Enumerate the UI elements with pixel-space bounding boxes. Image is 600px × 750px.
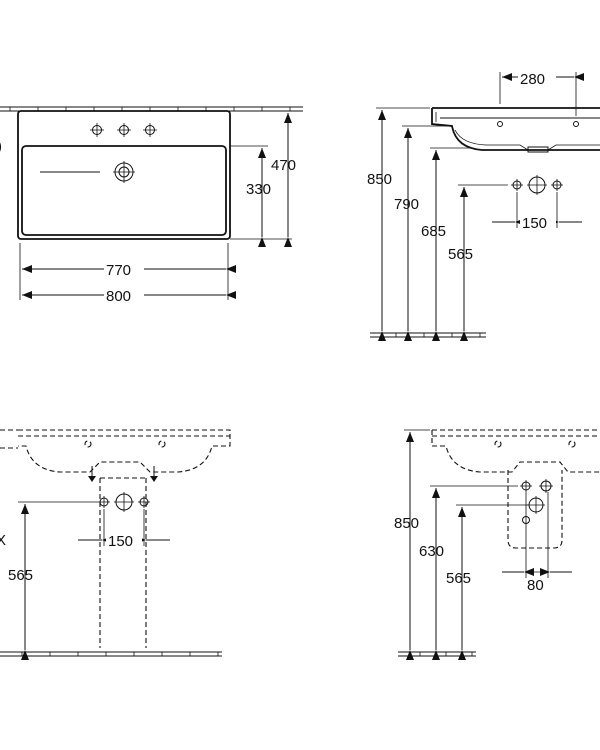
- dim-front-150: 150: [108, 533, 133, 550]
- dim-semi-850: 850: [394, 515, 419, 532]
- supply-points-front: [98, 492, 150, 512]
- partial-label-left: ): [0, 138, 2, 155]
- floor-line-side: [370, 332, 486, 338]
- dim-depth: 470: [271, 157, 296, 174]
- front-pedestal-view: 150 565 X: [0, 429, 231, 660]
- dim-semi-565: 565: [446, 570, 471, 587]
- floor-line-semi: [398, 651, 476, 657]
- bowl-outline: [21, 145, 227, 236]
- partial-label-x: X: [0, 532, 6, 549]
- dim-front-565: 565: [8, 567, 33, 584]
- floor-line-front: [0, 651, 222, 657]
- basin-front-dashed: [18, 429, 231, 473]
- dim-side-150: 150: [522, 215, 547, 232]
- dim-side-685: 685: [421, 223, 446, 240]
- dim-semi-80: 80: [527, 577, 544, 594]
- dim-side-850: 850: [367, 171, 392, 188]
- basin-profile: [431, 107, 600, 151]
- dim-outer-width: 800: [106, 288, 131, 305]
- basin-front-dashed-2: [431, 429, 600, 473]
- drain-icon: [40, 161, 135, 183]
- dim-bowl-depth: 330: [246, 181, 271, 198]
- dim-side-790: 790: [394, 196, 419, 213]
- dim-semi-630: 630: [419, 543, 444, 560]
- side-view: 280 850 790 685 565: [367, 68, 600, 341]
- semi-pedestal-dashed: [507, 470, 563, 549]
- dim-side-565: 565: [448, 246, 473, 263]
- pedestal-dashed: [99, 477, 147, 648]
- front-semipedestal-view: 80 850 630 565: [394, 429, 600, 660]
- supply-points-side: [511, 175, 563, 195]
- dim-projection: 280: [520, 71, 545, 88]
- basin-outline: [17, 110, 231, 240]
- tap-holes: [90, 123, 157, 137]
- dim-inner-width: 770: [106, 262, 131, 279]
- top-view: 330 470 770 800 ): [0, 106, 303, 305]
